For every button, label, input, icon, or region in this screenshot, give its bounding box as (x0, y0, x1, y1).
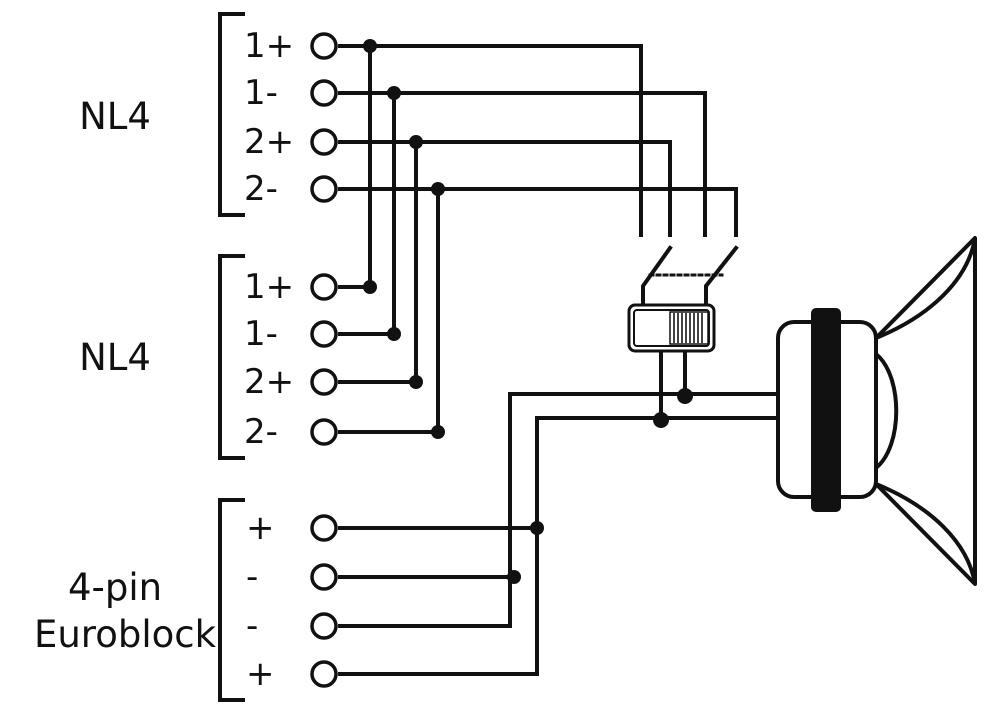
pin-label: 1- (244, 314, 278, 354)
terminal-circle (310, 514, 338, 542)
switch-contact-right (704, 245, 739, 309)
group-label-nl4-top: NL4 (79, 95, 151, 138)
junction-dot (530, 521, 544, 535)
terminal-circle (310, 563, 338, 591)
junction-dot (431, 182, 445, 196)
junction-dot (387, 327, 401, 341)
terminal-circle (310, 128, 338, 156)
pin-label: 2+ (244, 122, 295, 162)
junction-dot (507, 570, 521, 584)
group-label-euroblock-line1: 4-pin (67, 566, 163, 609)
junction-dot (677, 388, 693, 404)
junction-dot (363, 39, 377, 53)
pin-label: + (246, 654, 275, 694)
terminal-circle (310, 612, 338, 640)
wire-euro-outer (338, 392, 779, 628)
bus-2plus (338, 140, 418, 384)
terminal-circle (310, 660, 338, 688)
junction-dot (363, 280, 377, 294)
group-label-nl4-bottom: NL4 (79, 336, 151, 379)
group-label-euroblock-line2: Euroblock (33, 613, 217, 656)
junction-dot (409, 375, 423, 389)
bracket-nl4-bottom (218, 254, 245, 460)
junction-dot (431, 425, 445, 439)
pin-label: - (246, 606, 259, 646)
pin-label: 1+ (244, 26, 295, 66)
terminals (310, 32, 338, 688)
bus-1minus (338, 91, 396, 336)
terminal-circle (310, 368, 338, 396)
slide-switch (627, 303, 716, 353)
pin-label: 1+ (244, 267, 295, 307)
pin-label: 2- (244, 169, 278, 209)
bus-1plus (338, 44, 372, 289)
wire-top-2minus (338, 187, 738, 237)
terminal-circle (310, 273, 338, 301)
switch-contact-left (641, 245, 673, 309)
pin-label: + (246, 508, 275, 548)
wire-top-2plus (338, 140, 672, 237)
pin-label: 1- (244, 73, 278, 113)
pin-label: - (246, 557, 259, 597)
pin-label: 2- (244, 412, 278, 452)
terminal-circle (310, 175, 338, 203)
terminal-circle (310, 320, 338, 348)
speaker-icon (776, 236, 977, 586)
bracket-nl4-top (218, 12, 245, 217)
junction-dot (387, 86, 401, 100)
junction-dot (409, 135, 423, 149)
junctions (363, 39, 693, 584)
bus-2minus (338, 187, 440, 434)
pin-label: 2+ (244, 362, 295, 402)
wire-top-1plus (338, 44, 643, 237)
terminal-circle (310, 32, 338, 60)
terminal-circle (310, 418, 338, 446)
junction-dot (653, 412, 669, 428)
terminal-circle (310, 79, 338, 107)
wire-euro-inner (338, 416, 779, 676)
bracket-euroblock (218, 498, 245, 702)
